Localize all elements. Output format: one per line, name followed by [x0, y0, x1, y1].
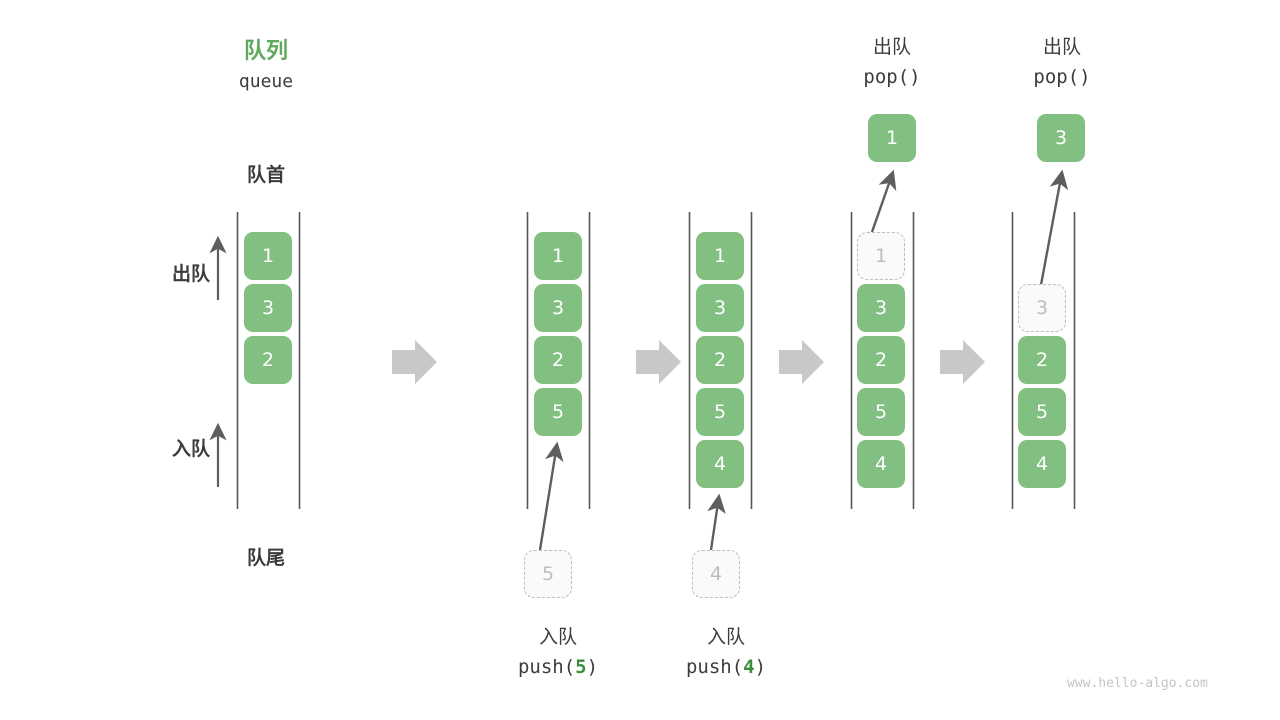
operation-code: push(5) — [478, 656, 638, 678]
operation-code-prefix: pop( — [1033, 66, 1080, 88]
operation-code-suffix: ) — [754, 656, 767, 678]
operation-code-prefix: push( — [517, 656, 576, 678]
queue-cell[interactable]: 5 — [696, 388, 744, 436]
queue-cell-removed-ghost: 1 — [857, 232, 905, 280]
operation-code-suffix: ) — [586, 656, 599, 678]
step-arrow-4 — [940, 340, 985, 384]
operation-code-prefix: push( — [685, 656, 744, 678]
queue-cell[interactable]: 3 — [534, 284, 582, 332]
operation-code: push(4) — [646, 656, 806, 678]
incoming-value-ghost: 5 — [524, 550, 572, 598]
operation-label-cn: 入队 — [706, 626, 745, 648]
queue-cell[interactable]: 1 — [534, 232, 582, 280]
step-arrow-2 — [636, 340, 681, 384]
queue-cell[interactable]: 4 — [1018, 440, 1066, 488]
page-title-en: queue — [238, 71, 294, 92]
pop-arrow-col-4 — [870, 169, 897, 233]
operation-code-suffix: ) — [909, 66, 921, 88]
push-arrow-col-2 — [538, 441, 564, 551]
queue-cell[interactable]: 5 — [857, 388, 905, 436]
queue-cell-new[interactable]: 5 — [534, 388, 582, 436]
operation-code-arg: 4 — [743, 656, 755, 678]
step-arrow-1 — [392, 340, 437, 384]
step-arrow-3 — [779, 340, 824, 384]
watermark: www.hello-algo.com — [1067, 676, 1208, 691]
queue-cell[interactable]: 5 — [1018, 388, 1066, 436]
operation-label-cn: 出队 — [1042, 36, 1081, 58]
dequeue-direction-label: 出队 — [171, 263, 210, 285]
popped-value-cell[interactable]: 1 — [868, 114, 916, 162]
queue-cell[interactable]: 2 — [696, 336, 744, 384]
front-label: 队首 — [246, 164, 285, 186]
operation-label-cn: 入队 — [538, 626, 577, 648]
push-arrow-col-3 — [707, 493, 726, 551]
queue-cell[interactable]: 2 — [244, 336, 292, 384]
operation-code-suffix: ) — [1079, 66, 1091, 88]
page-title-cn: 队列 — [243, 39, 288, 64]
queue-cell[interactable]: 1 — [244, 232, 292, 280]
queue-cell[interactable]: 3 — [696, 284, 744, 332]
incoming-value-ghost: 4 — [692, 550, 740, 598]
operation-code-arg: 5 — [575, 656, 587, 678]
enqueue-direction-label: 入队 — [171, 438, 210, 460]
rear-label: 队尾 — [246, 547, 285, 569]
operation-code-prefix: pop( — [863, 66, 910, 88]
queue-cell[interactable]: 4 — [857, 440, 905, 488]
queue-cell[interactable]: 3 — [857, 284, 905, 332]
queue-cell[interactable]: 3 — [244, 284, 292, 332]
operation-label-cn: 出队 — [872, 36, 911, 58]
queue-cell[interactable]: 2 — [857, 336, 905, 384]
queue-cell[interactable]: 2 — [534, 336, 582, 384]
pop-arrow-col-5 — [1039, 169, 1069, 286]
popped-value-cell[interactable]: 3 — [1037, 114, 1085, 162]
operation-code: pop() — [982, 66, 1142, 88]
queue-cell[interactable]: 2 — [1018, 336, 1066, 384]
queue-cell-new[interactable]: 4 — [696, 440, 744, 488]
queue-cell[interactable]: 1 — [696, 232, 744, 280]
operation-code: pop() — [812, 66, 972, 88]
queue-cell-removed-ghost: 3 — [1018, 284, 1066, 332]
